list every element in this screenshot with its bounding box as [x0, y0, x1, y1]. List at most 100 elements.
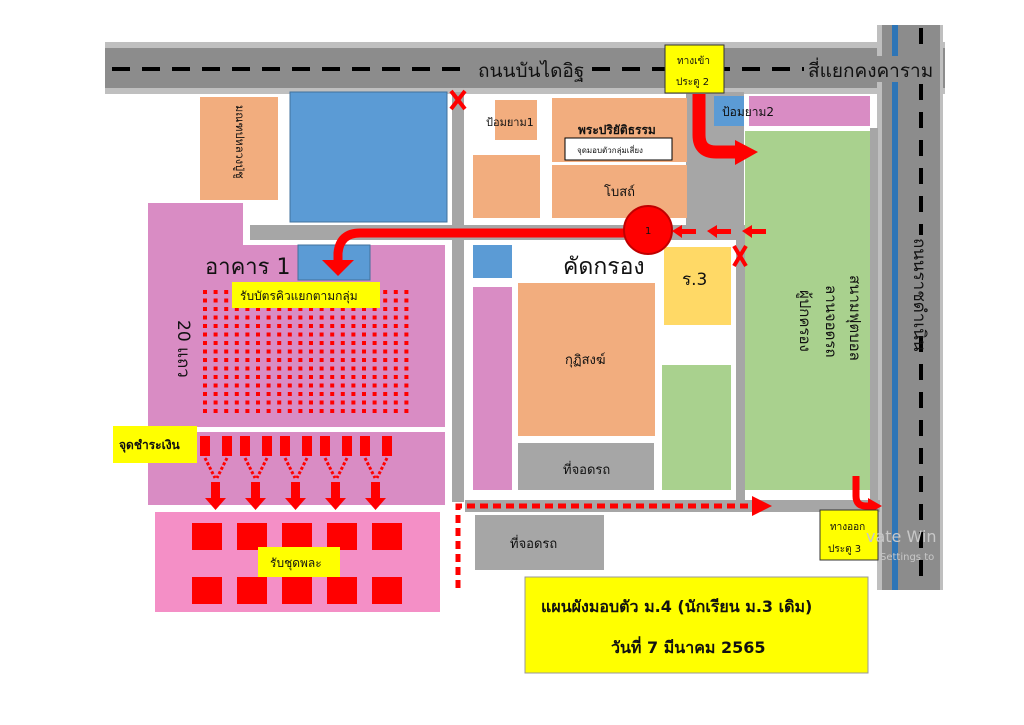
- payment-arrowhead: [205, 498, 226, 510]
- queue-dot: [319, 400, 324, 405]
- queue-dot: [404, 383, 409, 388]
- queue-dot: [351, 307, 356, 311]
- queue-dot: [362, 358, 366, 362]
- queue-dot: [319, 315, 324, 320]
- queue-dot: [372, 366, 377, 371]
- queue-dot: [245, 409, 250, 413]
- queue-dot: [393, 375, 398, 379]
- queue-dot: [203, 341, 207, 345]
- queue-dot: [309, 307, 313, 311]
- queue-dot: [277, 332, 282, 337]
- queue-dot: [383, 358, 388, 362]
- queue-dot: [277, 400, 282, 405]
- payment-arrow-shaft: [331, 482, 340, 500]
- queue-dot: [319, 392, 324, 396]
- queue-dot: [330, 358, 335, 362]
- queue-dot: [340, 366, 345, 371]
- queue-dot: [203, 400, 207, 405]
- queue-dot: [234, 315, 239, 320]
- queue-dot: [309, 375, 313, 379]
- queue-dot: [372, 358, 377, 362]
- intersection-label-bg: [804, 56, 936, 82]
- payment-label-bg: [113, 426, 197, 463]
- queue-dot: [404, 341, 409, 345]
- uniform-label: รับชุดพละ: [270, 556, 322, 571]
- queue-dot: [319, 375, 324, 379]
- queue-dot: [319, 409, 324, 413]
- queue-dot: [372, 383, 377, 388]
- field-label-3: ผู้ปกครอง: [796, 290, 814, 352]
- right-road-label-bg: [908, 235, 934, 335]
- entrance-gate-line2: ประตู 2: [676, 77, 709, 88]
- queue-dot: [309, 349, 313, 354]
- queue-dot: [213, 332, 218, 337]
- payment-merge-line: [243, 457, 269, 479]
- queue-dot: [287, 400, 292, 405]
- guard-post-1-label: ป้อมยาม1: [486, 116, 534, 129]
- queue-dot: [319, 349, 324, 354]
- small-arrow: [672, 225, 696, 238]
- uniform-counter: [372, 523, 402, 550]
- queue-dot: [393, 383, 398, 388]
- queue-dot: [309, 392, 313, 396]
- queue-dot: [256, 392, 260, 396]
- queue-dot: [245, 332, 250, 337]
- queue-dot: [245, 375, 250, 379]
- queue-dot: [298, 324, 303, 328]
- queue-dot: [256, 341, 260, 345]
- queue-dot: [309, 324, 313, 328]
- uniform-counter: [282, 577, 312, 604]
- queue-dot: [266, 400, 271, 405]
- queue-dot: [234, 366, 239, 371]
- queue-dot: [372, 409, 377, 413]
- queue-dot: [287, 332, 292, 337]
- entrance-gate-line1: ทางเข้า: [677, 55, 710, 67]
- exit-route: [852, 476, 870, 510]
- queue-dot: [234, 332, 239, 337]
- queue-dot: [404, 375, 409, 379]
- entrance-arrowhead: [735, 140, 758, 165]
- vertical-road-left: [452, 92, 464, 502]
- entry-small-arrows: [672, 225, 766, 238]
- title-box: [524, 576, 869, 674]
- building-pariyat-label: พระปริยัติธรรม: [578, 123, 656, 137]
- queue-dot: [277, 392, 282, 396]
- exit-gate-line2: ประตู 3: [828, 544, 861, 555]
- queue-dot: [234, 383, 239, 388]
- parking-2: [475, 515, 604, 570]
- watermark-line2: Settings to: [880, 552, 934, 563]
- payment-merge-line: [283, 457, 309, 479]
- queue-dot: [383, 315, 388, 320]
- queue-dot: [362, 324, 366, 328]
- uniform-counters: [192, 523, 402, 604]
- queue-dot: [383, 366, 388, 371]
- uniform-counter: [327, 523, 357, 550]
- payment-counter: [320, 436, 330, 456]
- screening-label: คัดกรอง: [563, 254, 645, 280]
- building-kuti: [518, 283, 655, 436]
- queue-dot: [340, 383, 345, 388]
- queue-dot: [351, 375, 356, 379]
- queue-dot: [340, 324, 345, 328]
- queue-dot: [351, 383, 356, 388]
- queue-dot: [245, 383, 250, 388]
- queue-dot: [383, 332, 388, 337]
- queue-dot: [203, 375, 207, 379]
- queue-dot: [277, 307, 282, 311]
- building-bot-label: โบสถ์: [604, 184, 635, 200]
- queue-dot: [256, 383, 260, 388]
- queue-dot: [351, 349, 356, 354]
- queue-dot: [298, 383, 303, 388]
- queue-dot: [224, 400, 229, 405]
- queue-dot: [234, 358, 239, 362]
- queue-dot: [372, 315, 377, 320]
- queue-dot: [298, 400, 303, 405]
- queue-dot: [404, 290, 409, 294]
- queue-dot: [383, 341, 388, 345]
- queue-dot: [340, 332, 345, 337]
- queue-dot: [224, 332, 229, 337]
- queue-dot: [330, 366, 335, 371]
- queue-dot: [319, 324, 324, 328]
- payment-counter: [222, 436, 232, 456]
- building-pink-strip: [473, 287, 512, 490]
